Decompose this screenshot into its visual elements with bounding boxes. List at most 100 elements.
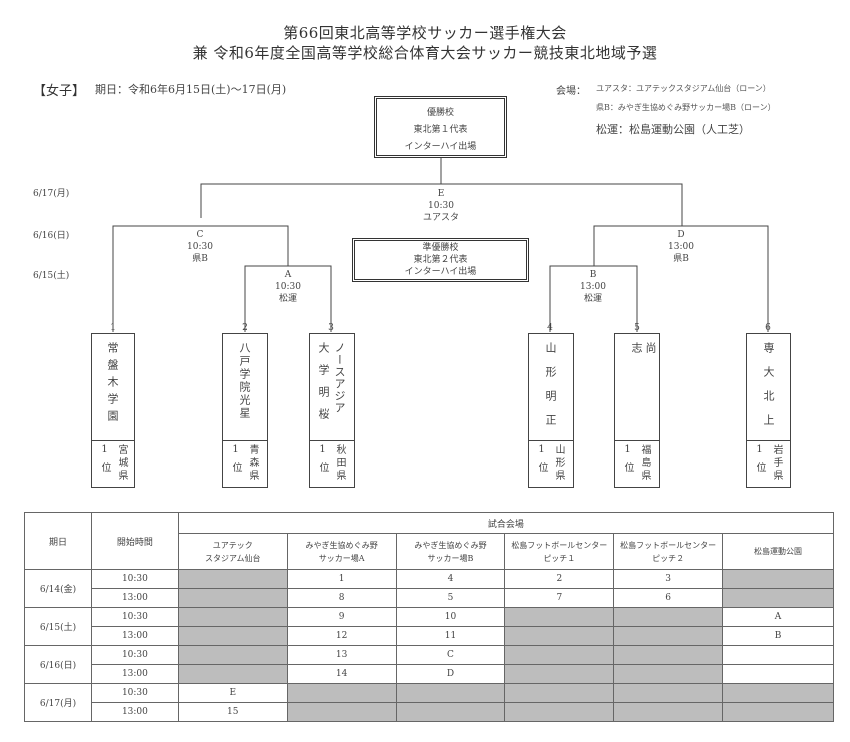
team-pref: 秋田県 xyxy=(334,444,345,483)
schedule-table: 期日 開始時間 試合会場 ユアテックスタジアム仙台みやぎ生協めぐみ野サッカー場A… xyxy=(24,512,835,722)
start-time: 10:30 xyxy=(90,683,179,703)
match-cell: 15 xyxy=(177,702,288,722)
match-cell xyxy=(722,588,834,608)
team-number: 3 xyxy=(328,323,334,333)
day-date: 6/14(金) xyxy=(24,569,92,608)
start-time: 10:30 xyxy=(90,645,179,665)
team-rank: 1位 xyxy=(622,444,633,479)
venue-3: 松運：松島運動公園（人工芝） xyxy=(596,123,750,136)
match-cell xyxy=(286,702,397,722)
team-pref: 福島県 xyxy=(639,444,650,483)
match-cell: 9 xyxy=(286,607,397,627)
team-number: 6 xyxy=(765,323,771,333)
match-cell: 7 xyxy=(504,588,615,608)
match-b-id: B xyxy=(589,270,597,280)
team-number: 5 xyxy=(634,323,640,333)
match-cell xyxy=(504,683,615,703)
match-cell xyxy=(722,645,834,665)
match-cell xyxy=(613,664,724,684)
match-cell: B xyxy=(722,626,834,646)
match-cell xyxy=(504,702,615,722)
match-cell xyxy=(395,683,506,703)
match-cell xyxy=(177,645,288,665)
match-d-label: D 13:00 県B xyxy=(641,229,721,265)
match-cell xyxy=(177,626,288,646)
winner-box: 優勝校 東北第１代表 インターハイ出場 xyxy=(374,96,507,158)
match-cell: 14 xyxy=(286,664,397,684)
team-name: 大学明桜 xyxy=(317,342,330,430)
match-e-venue: ユアスタ xyxy=(422,213,459,223)
runnerup-line2: 東北第２代表 xyxy=(413,255,468,265)
match-b-label: B 13:00 松運 xyxy=(553,269,633,305)
match-cell: 2 xyxy=(504,569,615,589)
winner-line2: 東北第１代表 xyxy=(413,125,468,135)
period-text: 期日：令和6年6月15日(土)～17日(月) xyxy=(95,83,287,96)
winner-line3: インターハイ出場 xyxy=(404,142,477,152)
match-cell: 4 xyxy=(395,569,506,589)
venue-header: みやぎ生協めぐみ野サッカー場B xyxy=(395,533,506,570)
match-cell: 8 xyxy=(286,588,397,608)
match-cell: A xyxy=(722,607,834,627)
match-c-id: C xyxy=(196,230,204,240)
match-b-time: 13:00 xyxy=(580,282,606,292)
match-cell: C xyxy=(395,645,506,665)
team-box-6: 専大北上 1位 岩手県 xyxy=(746,333,791,488)
start-time: 13:00 xyxy=(90,626,179,646)
team-pref: 青森県 xyxy=(247,444,258,483)
team-name-2: ノースアジア xyxy=(333,342,346,414)
match-cell xyxy=(286,683,397,703)
venue-header: 松島フットボールセンターピッチ１ xyxy=(504,533,615,570)
match-cell xyxy=(613,607,724,627)
title-line1: 第66回東北高等学校サッカー選手権大会 xyxy=(283,24,567,42)
date-6-15: 6/15(土) xyxy=(33,271,70,281)
match-cell: 11 xyxy=(395,626,506,646)
start-time: 10:30 xyxy=(90,607,179,627)
match-cell: 13 xyxy=(286,645,397,665)
team-box-4: 山形明正 1位 山形県 xyxy=(528,333,574,488)
team-pref: 宮城県 xyxy=(116,444,127,483)
team-rank: 1位 xyxy=(99,444,110,479)
match-d-time: 13:00 xyxy=(668,242,694,252)
venue-header: ユアテックスタジアム仙台 xyxy=(177,533,288,570)
day-date: 6/15(土) xyxy=(24,607,92,646)
match-b-venue: 松運 xyxy=(583,294,602,304)
header-time: 開始時間 xyxy=(90,512,179,570)
match-cell xyxy=(722,569,834,589)
venue-header: みやぎ生協めぐみ野サッカー場A xyxy=(286,533,397,570)
team-rank: 1位 xyxy=(536,444,547,479)
match-cell xyxy=(613,683,724,703)
match-cell xyxy=(177,588,288,608)
match-cell: D xyxy=(395,664,506,684)
match-c-label: C 10:30 県B xyxy=(160,229,240,265)
match-cell: 1 xyxy=(286,569,397,589)
start-time: 13:00 xyxy=(90,664,179,684)
match-e-time: 10:30 xyxy=(428,201,454,211)
team-rank: 1位 xyxy=(230,444,241,479)
match-d-id: D xyxy=(677,230,685,240)
team-box-3: ノースアジア 大学明桜 1位 秋田県 xyxy=(309,333,355,488)
match-cell: 6 xyxy=(613,588,724,608)
runnerup-box: 準優勝校 東北第２代表 インターハイ出場 xyxy=(352,238,529,282)
team-name: 専大北上 xyxy=(762,342,775,438)
bracket-lines xyxy=(112,158,769,332)
match-cell xyxy=(504,607,615,627)
match-e-id: E xyxy=(437,189,445,199)
start-time: 10:30 xyxy=(90,569,179,589)
final-bracket-line xyxy=(200,183,683,226)
match-cell xyxy=(722,683,834,703)
venue-1: ユアスタ：ユアテックスタジアム仙台（ローン） xyxy=(596,84,771,93)
team-box-2: 八戸学院光星 1位 青森県 xyxy=(222,333,268,488)
team-rank: 1位 xyxy=(317,444,328,479)
match-b-line xyxy=(549,265,638,332)
match-cell: E xyxy=(177,683,288,703)
team-box-5: 尚志 1位 福島県 xyxy=(614,333,660,488)
match-cell xyxy=(613,626,724,646)
match-cell: 10 xyxy=(395,607,506,627)
venue-header: 松島フットボールセンターピッチ２ xyxy=(613,533,724,570)
